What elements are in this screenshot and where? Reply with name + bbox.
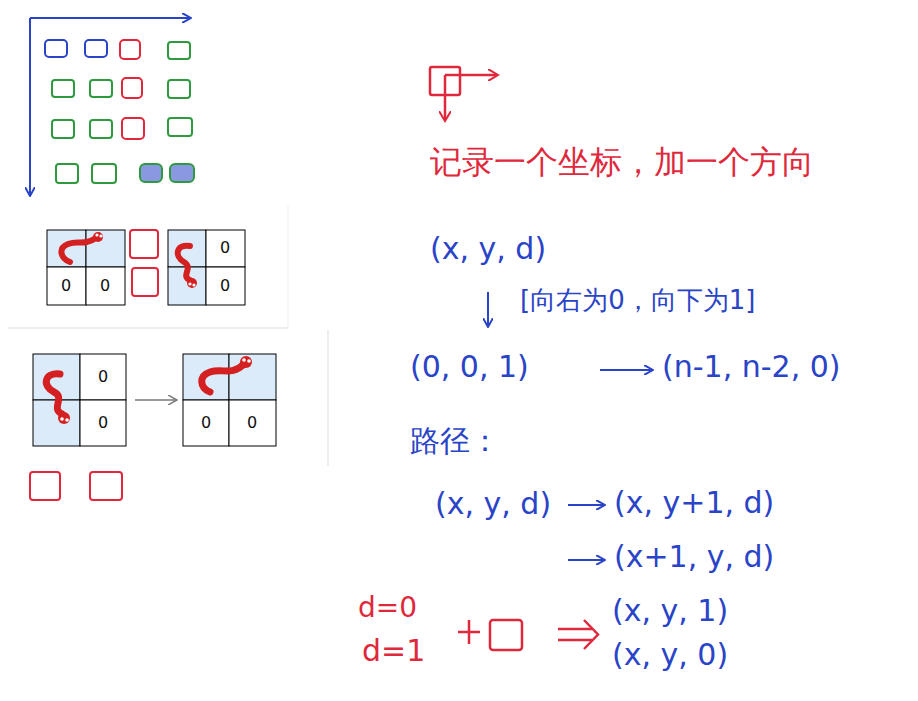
red-square [90,472,122,500]
grid-square [92,164,116,183]
plus-sign [468,620,471,644]
grid-cell [86,267,125,305]
snake-head [93,232,103,242]
snake-head [187,278,197,288]
cell-value: 0 [220,277,230,295]
note: 记录一个坐标，加一个方向 [430,144,814,181]
grid-square [56,164,78,183]
snake-eye [188,282,191,285]
right-arrow [568,559,604,561]
snake [61,238,96,262]
end-state: (n-1, n-2, 0) [662,350,841,385]
direction-note: [向右为0，向下为1] [520,286,755,316]
y-axis [29,18,31,195]
snake-head [58,412,70,424]
red-square [490,620,522,650]
cell-value: 0 [247,414,257,432]
direction-value: d=0 [358,592,417,624]
red-square [132,268,158,296]
cell-value: 0 [98,414,108,432]
direction-value: d=1 [362,634,425,669]
cell-value: 0 [61,277,71,295]
right-arrow [568,504,604,506]
grid-cell [80,400,126,446]
grid-square [90,120,112,138]
move-result: (x+1, y, d) [614,540,774,575]
cell-value: 0 [201,414,211,432]
snake [46,374,62,414]
grid-cell [183,400,229,446]
grid-square-filled [140,164,162,182]
grid-square [122,78,142,98]
grid-cell [206,230,245,267]
separator [8,327,288,329]
separator [327,330,329,466]
snake-eye [247,359,251,363]
grid-square [120,40,140,59]
state-tuple: (x, y, d) [435,487,551,522]
grid-cell [229,354,276,400]
grid-square [52,120,74,138]
snake-eye [95,233,98,236]
x-axis [30,17,190,19]
grid-square [168,80,190,98]
snake-eye [65,418,69,422]
implies-arrow [584,620,598,649]
grid-cell [86,230,125,267]
cell-value: 0 [98,368,108,386]
grid-square [168,42,190,59]
start-state: (0, 0, 1) [410,350,529,385]
transition-arrow [135,399,176,401]
cell-value: 0 [220,239,230,257]
direction-arrow [444,75,447,120]
snake-eye [60,417,64,421]
down-arrow [487,292,489,326]
grid-cell [229,400,276,446]
state-tuple: (x, y, d) [430,232,546,267]
grid-square [45,40,67,57]
separator [288,205,289,328]
snake [202,364,244,392]
move-result: (x, y+1, d) [614,486,774,521]
grid-cell [47,267,86,305]
implies-arrow [558,628,592,631]
grid-square [122,118,144,139]
grid-square [90,80,112,97]
implies-arrow [558,639,592,642]
rotate-result: (x, y, 0) [612,638,728,673]
snake-eye [242,358,246,362]
red-square [30,472,60,500]
section-heading: 路径： [410,424,500,459]
snake-eye [192,283,195,286]
grid-square [85,40,107,57]
cell-value: 0 [100,277,110,295]
snake-head [240,356,252,368]
grid-cell [206,267,245,305]
snake-eye [99,234,102,237]
grid-square [168,118,192,136]
grid-cell [80,354,126,400]
grid-square-filled [170,164,194,182]
right-arrow [600,369,652,371]
direction-arrow [445,74,497,77]
red-square [130,230,158,258]
rotate-result: (x, y, 1) [612,594,728,629]
snake [178,246,190,280]
grid-square [52,80,74,97]
